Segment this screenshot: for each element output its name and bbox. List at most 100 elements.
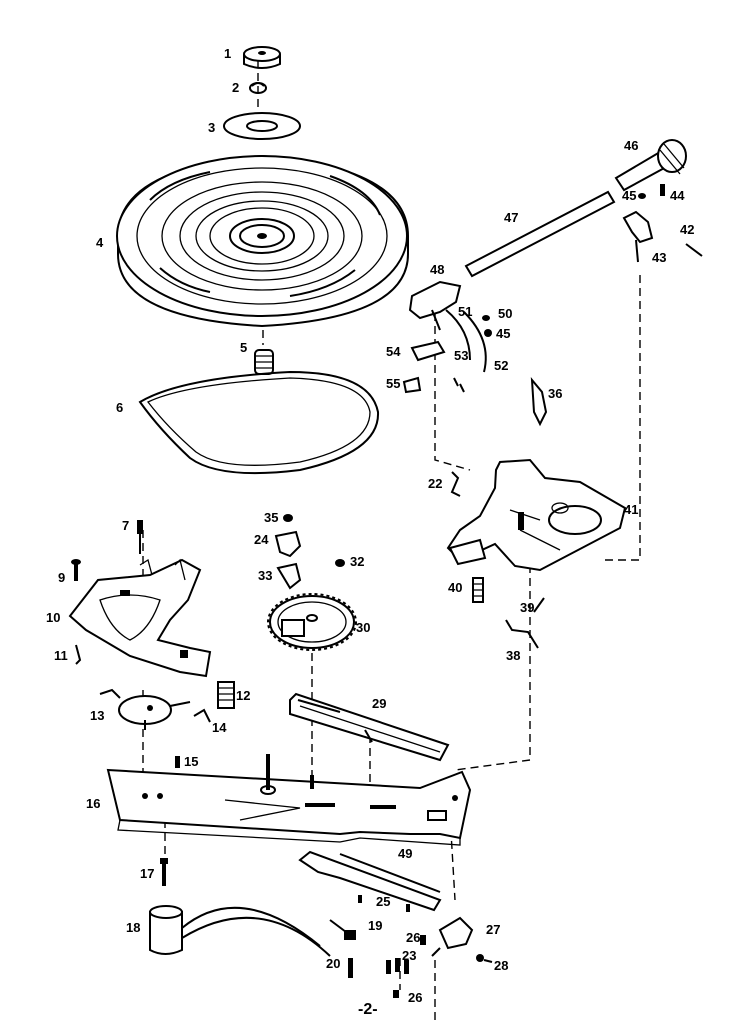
callout-33: 33 [258,568,272,583]
motor-part [149,905,331,957]
cartridge-54-part [410,340,446,362]
callout-4: 4 [96,235,104,250]
clip-50-part [482,315,490,321]
callout-42: 42 [680,222,694,237]
tonearm-base-part [446,458,627,572]
callout-14: 14 [212,720,227,735]
callout-12: 12 [236,688,250,703]
callout-50: 50 [498,306,512,321]
spring-12-part [217,681,235,709]
callout-26-upper: 26 [406,930,420,945]
callout-28: 28 [494,958,508,973]
callout-30: 30 [356,620,370,635]
callout-6: 6 [116,400,123,415]
pin-44-part [660,184,665,196]
lever-36-part [530,377,548,427]
spindle-cap-part [243,46,281,69]
callout-15: 15 [184,754,198,769]
callout-39: 39 [520,600,534,615]
callout-26-lower: 26 [408,990,422,1005]
clip-32-part [335,559,345,567]
callout-20: 20 [326,956,340,971]
callout-22: 22 [428,476,442,491]
callout-53: 53 [454,348,468,363]
washer-part [223,112,301,140]
callout-2: 2 [232,80,239,95]
cam-13-part [99,688,191,730]
page-number: -2- [358,1001,378,1018]
callout-7: 7 [122,518,129,533]
main-gear-part [267,593,357,651]
callout-11: 11 [54,648,68,663]
callout-48: 48 [430,262,444,277]
slide-bar-part [289,692,450,762]
pin-39-part [533,597,545,613]
parts-23-26-part [386,935,426,998]
screw-15-part [175,756,180,768]
callout-23: 23 [402,948,416,963]
callout-45-upper: 45 [622,188,636,203]
callout-24: 24 [254,532,269,547]
callout-16: 16 [86,796,100,811]
callout-38: 38 [506,648,520,663]
clip-35-part [283,514,293,522]
callout-47: 47 [504,210,518,225]
callout-3: 3 [208,120,215,135]
callout-51: 51 [458,304,472,319]
callout-41: 41 [624,502,638,517]
callout-54: 54 [386,344,401,359]
clip-11-part [75,644,82,665]
stylus-55-part [402,376,422,394]
callout-labels: 1 2 3 4 5 6 7 9 10 11 12 13 14 15 16 17 … [46,46,694,1005]
clips-53-part [453,377,465,393]
drive-belt-part [138,370,380,475]
callout-19: 19 [368,918,382,933]
bracket-27-part [431,916,474,957]
callout-55: 55 [386,376,400,391]
callout-46: 46 [624,138,638,153]
callout-40: 40 [448,580,462,595]
callout-52: 52 [494,358,508,373]
spring-40-part [472,577,484,603]
callout-5: 5 [240,340,247,355]
screw-28-part [476,954,493,963]
screw-7-part [137,520,143,554]
callout-27: 27 [486,922,500,937]
callout-45-lower: 45 [496,326,510,341]
tonearm-head-part [408,280,462,331]
cam-housing-part [68,558,212,678]
pulley-part [254,349,274,375]
callout-44: 44 [670,188,685,203]
spring-42-part [685,243,703,257]
clip-45b-part [638,193,646,199]
retaining-clip-part [249,82,267,94]
callout-29: 29 [372,696,386,711]
callout-25: 25 [376,894,390,909]
callout-1: 1 [224,46,231,61]
callout-32: 32 [350,554,364,569]
slide-bar-49-part [298,850,442,912]
spring-38-part [505,619,539,649]
counterweight-part [614,139,687,192]
turntable-platter-part [116,154,409,328]
wire-51-53-part [445,309,487,373]
spring-14-part [193,708,211,723]
callout-35: 35 [264,510,278,525]
callout-10: 10 [46,610,60,625]
callout-13: 13 [90,708,104,723]
lever-24-part [274,530,302,558]
pivot-43-part [622,210,654,263]
screw-45-part [484,329,492,337]
screw-17-part [160,858,168,886]
screw-20-part [348,958,353,978]
callout-43: 43 [652,250,666,265]
callout-17: 17 [140,866,154,881]
mounting-plate-part [106,754,472,846]
callout-49: 49 [398,846,412,861]
screw-9-part [71,559,81,581]
callout-9: 9 [58,570,65,585]
lever-22-part [450,471,461,497]
lever-33-part [276,562,302,590]
tonearm-tube-part [464,190,616,278]
